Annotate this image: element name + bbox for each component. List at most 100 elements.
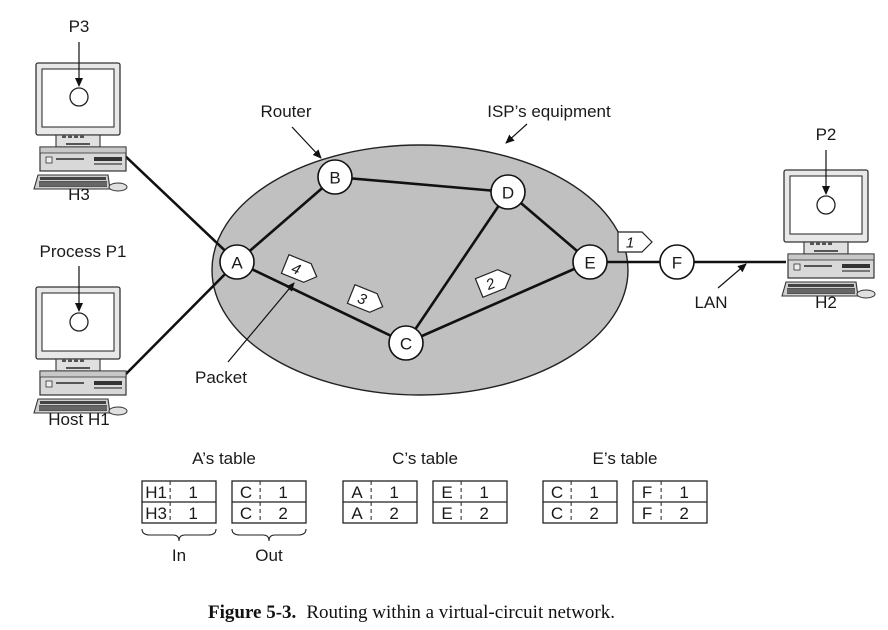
computer-icon: [33, 62, 128, 192]
router-node-icon: [219, 244, 255, 280]
host-h3[interactable]: P3 H3: [33, 17, 128, 204]
router-node-label: A: [231, 254, 243, 273]
figure-caption-text: Routing within a virtual-circuit network…: [306, 602, 615, 623]
isp-equipment-label: ISP’s equipment: [487, 102, 611, 121]
packet-1: 1: [617, 231, 653, 253]
table-cell-line: C: [551, 504, 563, 523]
table-cell-line: A: [351, 483, 363, 502]
table-row: H1 1: [145, 483, 198, 502]
link-c-e: [405, 260, 591, 345]
router-node-label: F: [672, 254, 682, 273]
link-h3-a: [121, 152, 238, 263]
router-node-icon: [317, 159, 353, 195]
table-cell-vc: 1: [389, 483, 398, 502]
router-a[interactable]: A: [219, 244, 255, 280]
process-p2-icon: [816, 195, 836, 215]
table-cell-vc: 2: [679, 504, 688, 523]
table-cell-vc: 1: [188, 483, 197, 502]
table-cell-line: F: [642, 504, 652, 523]
packet-icon: [346, 283, 384, 313]
table-cell-vc: 2: [278, 504, 287, 523]
router-d[interactable]: D: [490, 174, 526, 210]
router-node-label: C: [400, 335, 412, 354]
host-h1[interactable]: Process P1 Host H1: [33, 242, 128, 429]
computer-icon: [781, 169, 876, 299]
process-p1-icon: [69, 312, 89, 332]
host-h3-label: H3: [68, 185, 90, 204]
router-node-label: B: [329, 169, 340, 188]
router-f[interactable]: F: [659, 244, 695, 280]
table-cell-line: C: [240, 483, 252, 502]
routers-layer: A B C D E F: [219, 159, 695, 361]
table-cell-line: C: [551, 483, 563, 502]
router-node-icon: [659, 244, 695, 280]
table-cell-line: F: [642, 483, 652, 502]
table-cell-line: E: [441, 504, 452, 523]
table-cell-vc: 1: [479, 483, 488, 502]
router-e[interactable]: E: [572, 244, 608, 280]
figure-caption: Figure 5-3. Routing within a virtual-circ…: [208, 602, 615, 623]
process-p1-label: Process P1: [40, 242, 127, 261]
packet-3: 3: [346, 283, 384, 313]
link-b-d: [334, 175, 509, 194]
table-title: A’s table: [192, 449, 256, 468]
link-a-b: [236, 176, 336, 263]
router-node-label: E: [584, 254, 595, 273]
table-cell-line: H3: [145, 504, 167, 523]
router-node-icon: [490, 174, 526, 210]
packet-icon: [474, 269, 512, 299]
table-cell-vc: 2: [389, 504, 398, 523]
packet-4: 4: [280, 253, 318, 283]
table-cell-vc: 1: [278, 483, 287, 502]
table-cell-vc: 1: [188, 504, 197, 523]
brace-icon: [141, 528, 217, 542]
table-out-label: Out: [255, 546, 283, 565]
host-h2[interactable]: P2 H2: [781, 125, 876, 312]
table-title: E’s table: [593, 449, 658, 468]
table-title: C’s table: [392, 449, 458, 468]
router-c[interactable]: C: [388, 325, 424, 361]
table-cell-line: E: [441, 483, 452, 502]
host-h2-label: H2: [815, 293, 837, 312]
packet-icon: [280, 253, 318, 283]
link-d-e: [507, 191, 591, 263]
router-node-label: D: [502, 184, 514, 203]
figure-number: Figure 5-3.: [208, 602, 296, 623]
lan-pointer: [717, 263, 747, 289]
packet-icon: [617, 231, 653, 253]
links-layer: [121, 152, 786, 379]
router-pointer: [291, 126, 322, 159]
link-h1-a: [121, 261, 238, 379]
packet-label: Packet: [195, 368, 247, 387]
router-b[interactable]: B: [317, 159, 353, 195]
table-cell-vc: 2: [479, 504, 488, 523]
table-cell-line: A: [351, 504, 363, 523]
process-p3-label: P3: [69, 17, 90, 36]
computer-icon: [33, 286, 128, 416]
table-cell-vc: 1: [589, 483, 598, 502]
lan-label: LAN: [694, 293, 727, 312]
brace-icon: [231, 528, 307, 542]
isp-equipment-region: [211, 144, 629, 396]
table-cell-line: H1: [145, 483, 167, 502]
table-cell-line: C: [240, 504, 252, 523]
process-p2-label: P2: [816, 125, 837, 144]
